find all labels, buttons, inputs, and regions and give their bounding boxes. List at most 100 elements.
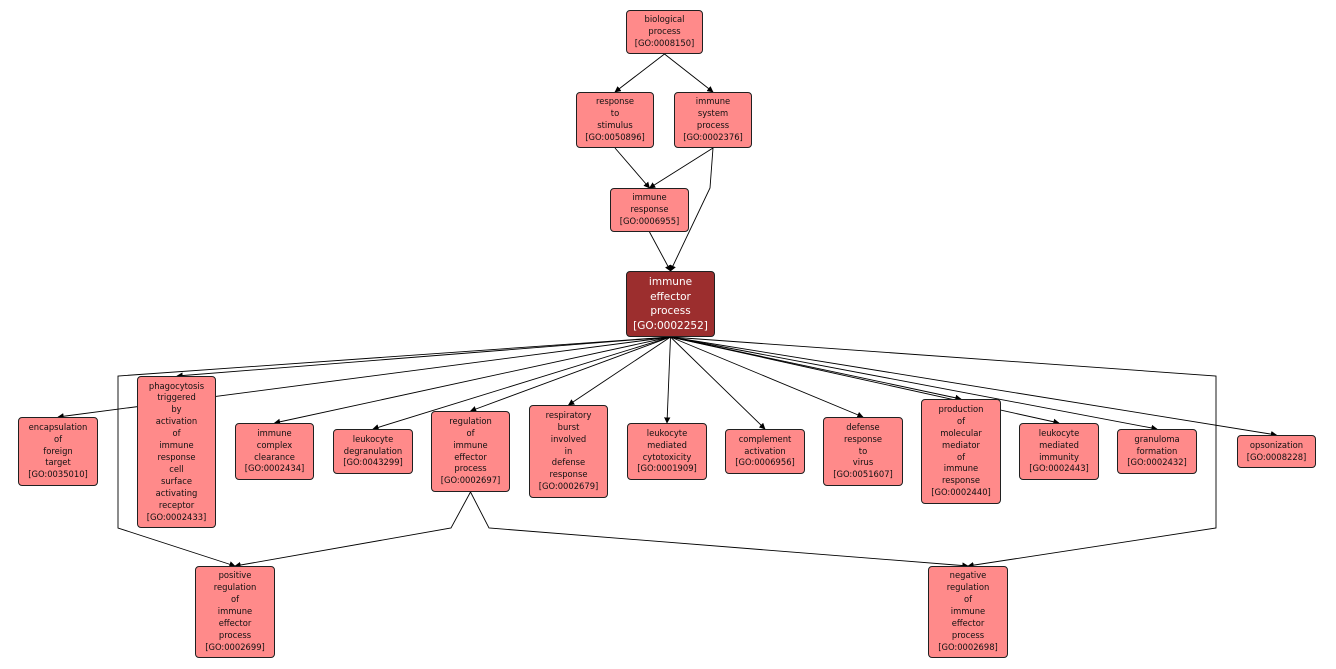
node-line: activation bbox=[744, 445, 786, 456]
node-respiratory-burst-involved-in-defense-response[interactable]: respiratory burst involved in defense re… bbox=[529, 405, 608, 498]
node-immune-response[interactable]: immune response [GO:0006955] bbox=[610, 188, 689, 232]
node-line: defense bbox=[551, 457, 586, 468]
node-line: activation bbox=[155, 416, 198, 427]
node-line: virus bbox=[852, 457, 874, 468]
node-line: granuloma bbox=[1134, 433, 1180, 444]
node-granuloma-formation[interactable]: granuloma formation [GO:0002432] bbox=[1117, 429, 1197, 474]
node-regulation-of-immune-effector-process[interactable]: regulation of immune effector process [G… bbox=[431, 411, 510, 492]
edge-immune-effector-process-to-opsonization bbox=[670, 336, 1278, 438]
node-go-id: [GO:0001909] bbox=[637, 463, 697, 474]
node-phagocytosis-triggered-by-activation[interactable]: phagocytosis triggered by activation of … bbox=[137, 376, 216, 528]
node-line: leukocyte bbox=[646, 427, 688, 438]
node-go-id: [GO:0008228] bbox=[1246, 451, 1307, 462]
node-line: of bbox=[172, 428, 181, 439]
node-go-id: [GO:0002432] bbox=[1127, 457, 1187, 468]
node-leukocyte-mediated-immunity[interactable]: leukocyte mediated immunity [GO:0002443] bbox=[1019, 423, 1099, 480]
node-line: phagocytosis bbox=[148, 380, 205, 391]
node-line: respiratory bbox=[545, 409, 592, 420]
node-line: complement bbox=[738, 433, 792, 444]
node-line: surface bbox=[161, 475, 192, 486]
node-line: process bbox=[454, 463, 487, 474]
node-line: mediator bbox=[942, 439, 980, 450]
node-response-to-stimulus[interactable]: response to stimulus [GO:0050896] bbox=[576, 92, 654, 148]
node-line: negative bbox=[949, 570, 987, 581]
node-immune-system-process[interactable]: immune system process [GO:0002376] bbox=[674, 92, 752, 148]
edge-immune-response-to-immune-effector-process bbox=[649, 231, 671, 272]
node-line: of bbox=[53, 433, 63, 444]
node-line: effector bbox=[454, 451, 487, 462]
node-defense-response-to-virus[interactable]: defense response to virus [GO:0051607] bbox=[823, 417, 903, 486]
node-immune-complex-clearance[interactable]: immune complex clearance [GO:0002434] bbox=[235, 423, 314, 480]
node-line: process bbox=[218, 629, 252, 640]
node-line: response bbox=[941, 475, 981, 486]
node-encapsulation-of-foreign-target[interactable]: encapsulation of foreign target [GO:0035… bbox=[18, 417, 98, 486]
node-opsonization[interactable]: opsonization [GO:0008228] bbox=[1237, 435, 1316, 468]
node-line: regulation bbox=[449, 415, 492, 426]
node-line: response bbox=[843, 433, 883, 444]
node-line: molecular bbox=[940, 427, 982, 438]
node-line: immune bbox=[217, 606, 253, 617]
node-go-id: [GO:0002697] bbox=[440, 475, 501, 486]
node-line: degranulation bbox=[343, 445, 403, 456]
node-line: stimulus bbox=[597, 120, 633, 130]
node-negative-regulation-of-immune-effector-process[interactable]: negative regulation of immune effector p… bbox=[928, 566, 1008, 658]
edge-immune-effector-process-to-defense-response-to-virus bbox=[670, 336, 864, 418]
node-go-id: [GO:0006956] bbox=[735, 457, 795, 468]
edge-immune-effector-process-to-immune-complex-clearance bbox=[273, 336, 671, 425]
edge-immune-effector-process-to-negative-regulation bbox=[670, 336, 1217, 569]
node-line: immune bbox=[257, 427, 292, 438]
node-line: immune bbox=[453, 439, 488, 450]
node-line: defense bbox=[846, 421, 880, 432]
node-line: foreign bbox=[43, 445, 73, 456]
node-line: effector bbox=[218, 617, 252, 628]
node-line: of bbox=[230, 594, 240, 605]
node-go-id: [GO:0002698] bbox=[938, 641, 998, 652]
node-line: encapsulation bbox=[28, 421, 88, 432]
node-line: triggered bbox=[157, 392, 196, 403]
node-line: regulation bbox=[946, 582, 990, 593]
node-immune-effector-process[interactable]: immune effector process [GO:0002252] bbox=[626, 271, 715, 337]
node-line: leukocyte bbox=[352, 433, 394, 444]
node-go-id: [GO:0051607] bbox=[833, 469, 893, 480]
node-line: regulation bbox=[213, 582, 257, 593]
node-go-id: [GO:0002679] bbox=[538, 481, 599, 492]
node-line: of bbox=[956, 415, 966, 426]
node-biological-process[interactable]: biological process [GO:0008150] bbox=[626, 10, 703, 54]
edge-immune-effector-process-to-regulation-of-immune-effector-process bbox=[469, 336, 671, 412]
node-line: leukocyte bbox=[1038, 427, 1080, 438]
node-go-id: [GO:0002434] bbox=[244, 463, 305, 474]
node-line: immune bbox=[648, 276, 693, 288]
node-line: formation bbox=[1136, 445, 1178, 456]
node-go-id: [GO:0050896] bbox=[585, 131, 645, 142]
edge-immune-effector-process-to-respiratory-burst bbox=[567, 336, 671, 406]
node-line: positive bbox=[218, 570, 252, 581]
node-line: immune bbox=[695, 96, 731, 107]
node-line: process bbox=[650, 305, 691, 317]
node-leukocyte-mediated-cytotoxicity[interactable]: leukocyte mediated cytotoxicity [GO:0001… bbox=[627, 423, 707, 480]
node-leukocyte-degranulation[interactable]: leukocyte degranulation [GO:0043299] bbox=[333, 429, 413, 474]
node-line: immune bbox=[159, 440, 194, 451]
node-line: cytotoxicity bbox=[642, 451, 692, 462]
edge-immune-effector-process-to-positive-regulation bbox=[117, 336, 671, 568]
node-line: response bbox=[595, 96, 635, 107]
edge-immune-system-process-to-immune-effector-process bbox=[670, 147, 714, 272]
edge-immune-effector-process-to-leukocyte-degranulation bbox=[372, 336, 671, 431]
node-line: involved bbox=[550, 433, 587, 444]
node-line: process bbox=[648, 26, 681, 37]
node-line: opsonization bbox=[1249, 439, 1304, 450]
node-complement-activation[interactable]: complement activation [GO:0006956] bbox=[725, 429, 805, 474]
node-go-id: [GO:0002699] bbox=[205, 641, 265, 652]
node-positive-regulation-of-immune-effector-process[interactable]: positive regulation of immune effector p… bbox=[195, 566, 275, 658]
node-line: mediated bbox=[647, 439, 687, 450]
node-go-id: [GO:0002376] bbox=[683, 131, 743, 142]
node-line: by bbox=[171, 404, 182, 415]
edge-immune-effector-process-to-phagocytosis bbox=[176, 336, 671, 379]
node-go-id: [GO:0002252] bbox=[633, 319, 708, 332]
node-go-id: [GO:0043299] bbox=[343, 457, 403, 468]
edge-biological-process-to-immune-system-process bbox=[664, 53, 714, 93]
edge-regulation-of-immune-effector-process-to-negative-regulation bbox=[470, 491, 969, 569]
node-line: cell bbox=[169, 463, 184, 474]
node-production-of-molecular-mediator[interactable]: production of molecular mediator of immu… bbox=[921, 399, 1001, 504]
edge-immune-effector-process-to-granuloma-formation bbox=[670, 336, 1158, 432]
